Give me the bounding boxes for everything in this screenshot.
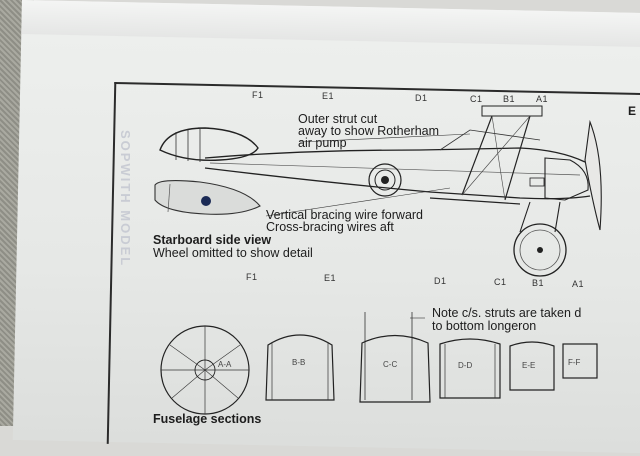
callout-bracing-line-2: Cross-bracing wires aft — [266, 220, 394, 234]
callout-strut-line-2: away to show Rotherham — [298, 124, 440, 138]
section-e-shape — [509, 341, 555, 391]
station-top-e1: E1 — [322, 91, 335, 101]
fuselage-bottom — [204, 167, 591, 200]
upper-wing — [481, 105, 543, 117]
station-top-a1: A1 — [536, 94, 549, 104]
station-bottom-b1: B1 — [532, 278, 545, 288]
section-label-a: A-A — [218, 360, 232, 369]
ghost-print-through: SOPWITH MODEL — [118, 130, 133, 268]
callout-bracing-line-1: Vertical bracing wire forward — [266, 208, 424, 222]
section-f-shape — [562, 343, 598, 379]
engine-cowling — [544, 157, 589, 201]
section-label-c: C-C — [383, 360, 398, 369]
callout-struts-line-2: to bottom longeron — [432, 319, 537, 333]
callout-struts-line-1: Note c/s. struts are taken d — [432, 306, 582, 320]
section-label-e: E-E — [522, 361, 536, 370]
sections-caption: Fuselage sections — [153, 412, 262, 426]
roundel-middle — [374, 169, 396, 191]
section-d-shape — [439, 338, 501, 399]
section-label-b: B-B — [292, 358, 306, 367]
station-bottom-e1: E1 — [324, 273, 337, 283]
section-b-shape — [265, 334, 335, 401]
fuselage-top — [204, 147, 586, 163]
station-top-f1: F1 — [252, 90, 264, 100]
edge-letter: E — [628, 104, 637, 118]
section-c-shape — [359, 334, 431, 403]
callout-strut-line-1: Outer strut cut — [298, 112, 378, 126]
station-top-b1: B1 — [503, 94, 516, 104]
aircraft-drawing — [154, 105, 602, 415]
side-view-title: Starboard side view — [153, 233, 272, 247]
roundel-outer — [368, 163, 402, 197]
section-label-f: F-F — [568, 358, 581, 367]
rudder-outline — [159, 127, 259, 161]
station-bottom-c1: C1 — [494, 277, 507, 287]
station-bottom-d1: D1 — [434, 276, 447, 286]
station-top-d1: D1 — [415, 93, 428, 103]
section-label-d: D-D — [458, 361, 473, 370]
station-top-c1: C1 — [470, 94, 483, 104]
roundel-center — [381, 176, 389, 184]
station-bottom-a1: A1 — [572, 279, 585, 289]
callout-strut-line-3: air pump — [298, 136, 347, 150]
tailplane-mark — [201, 196, 211, 206]
wheel-outline — [513, 223, 567, 277]
side-view-subtitle: Wheel omitted to show detail — [153, 246, 313, 260]
station-bottom-f1: F1 — [246, 272, 258, 282]
propeller — [584, 119, 602, 231]
